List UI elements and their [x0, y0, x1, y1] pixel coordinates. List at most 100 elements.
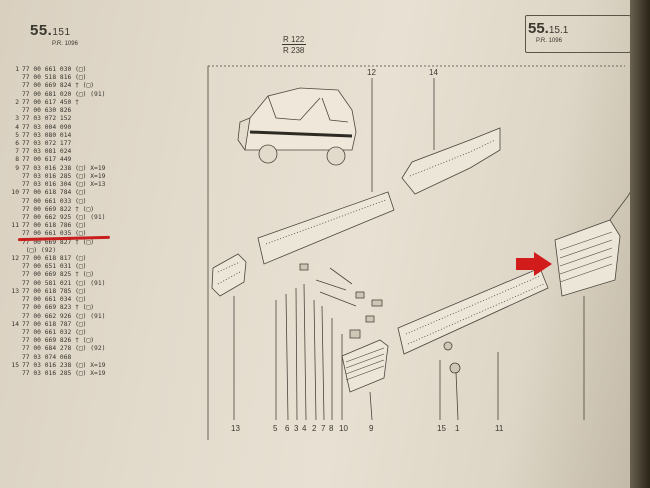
- part-reference: 77 00 661 033: [22, 197, 72, 205]
- callout-bottom: 3: [294, 424, 299, 433]
- part-note: (□) X=13: [71, 181, 106, 189]
- part-reference: 77 00 618 784: [22, 189, 72, 197]
- part-reference: 77 00 661 034: [22, 296, 72, 304]
- parts-row: 77 03 016 285 (□) X=19: [9, 173, 129, 181]
- binding-shadow: [630, 0, 650, 488]
- parts-row: 77 00 661 034 (□): [9, 296, 129, 304]
- callout-top: 12: [367, 68, 376, 77]
- parts-row: 77 00 669 822 † (□): [9, 206, 129, 214]
- item-number: 9: [15, 164, 19, 172]
- part-13-trim: [211, 253, 247, 297]
- part-reference: 77 03 016 304: [22, 181, 72, 189]
- part-reference: 77 03 080 014: [22, 131, 72, 139]
- part-note: (□): [71, 230, 87, 238]
- item-number: 13: [11, 287, 19, 295]
- parts-row: 77 00 669 825 † (□): [9, 271, 129, 279]
- part-reference: 77 00 661 032: [22, 329, 72, 336]
- part-note: (□) (91): [71, 279, 106, 287]
- part-reference: 77 00 617 450: [22, 98, 72, 106]
- parts-row: 77 00 661 033 (□): [9, 198, 129, 206]
- part-note: (□): [71, 189, 87, 197]
- part-reference: 77 00 651 031: [22, 263, 72, 271]
- part-reference: 77 03 004 090: [22, 123, 72, 131]
- item-number: 10: [11, 189, 19, 197]
- callout-bottom: 9: [369, 424, 374, 433]
- parts-row: 77 00 661 032 (□): [9, 329, 129, 337]
- part-note: (□) X=19: [71, 370, 106, 378]
- callout-bottom: 6: [285, 424, 290, 433]
- part-reference: 77 03 072 152: [22, 115, 72, 123]
- part-note: (□) (91): [71, 213, 106, 221]
- part-note: (□) X=19: [71, 172, 106, 180]
- part-reference: 77 00 669 827: [22, 238, 72, 246]
- parts-row: 77 00 669 823 † (□): [9, 304, 129, 312]
- callout-bottom: 1: [455, 424, 460, 433]
- part-1-sill-moulding: [397, 267, 549, 355]
- part-note: (□) X=19: [71, 361, 106, 369]
- part-reference: 77 00 630 826: [22, 107, 72, 115]
- part-note: (□) (92): [71, 345, 106, 353]
- parts-row: 77 03 016 285 (□) X=19: [9, 370, 129, 378]
- parts-row: 77 00 669 826 † (□): [9, 337, 129, 345]
- item-number: 7: [15, 148, 19, 156]
- part-note: † (□): [71, 304, 95, 312]
- part-reference: 77 03 016 285: [22, 172, 72, 180]
- part-reference: 77 03 016 238: [22, 361, 72, 369]
- callout-bottom: 10: [339, 424, 348, 433]
- item-number: 1: [15, 66, 19, 73]
- model-ref-1: R 122: [283, 35, 305, 44]
- callout-bottom: 13: [231, 424, 240, 433]
- parts-row: (□) (92): [9, 247, 129, 255]
- part-reference: 77 00 669 824: [22, 82, 72, 90]
- part-11-grille: [554, 175, 641, 297]
- part-reference: 77 03 016 238: [22, 164, 72, 172]
- part-note: (□): [71, 66, 87, 73]
- part-reference: 77 00 669 822: [22, 205, 72, 213]
- parts-row: 77 00 630 826: [9, 107, 129, 115]
- parts-row: 77 00 681 020 (□) (91): [9, 91, 129, 99]
- callout-bottom: 11: [495, 424, 504, 433]
- part-note: (□) (91): [71, 312, 106, 320]
- part-reference: 77 00 681 020: [22, 90, 72, 98]
- section-number-left: 55.151: [30, 22, 71, 39]
- section-number-right: 55.15.1: [528, 20, 569, 37]
- part-note: (□): [71, 197, 87, 205]
- part-note: (□) X=19: [71, 164, 106, 172]
- part-reference: 77 00 581 021: [22, 279, 72, 287]
- part-note: (□): [71, 320, 87, 328]
- part-reference: 77 00 618 817: [22, 255, 72, 263]
- part-note: (□): [71, 263, 87, 271]
- part-reference: 77 00 669 823: [22, 304, 72, 312]
- part-reference: 77 03 081 024: [22, 148, 72, 156]
- callout-bottom: 8: [329, 424, 334, 433]
- part-note: † (□): [71, 205, 95, 213]
- part-reference: 77 03 072 177: [22, 139, 72, 147]
- parts-row: 77 00 662 926 (□) (91): [9, 313, 129, 321]
- part-reference: 77 00 684 278: [22, 345, 72, 353]
- callout-bottom: 2: [312, 424, 317, 433]
- part-note: (□) (91): [71, 90, 106, 98]
- callout-bottom: 4: [302, 424, 307, 433]
- part-reference: 77 00 618 785: [22, 287, 72, 295]
- parts-row: 77 00 651 031 (□): [9, 263, 129, 271]
- pointer-arrow-icon: [516, 252, 552, 276]
- parts-row: 77 00 581 021 (□) (91): [9, 280, 129, 288]
- part-note: (□): [71, 74, 87, 82]
- section-pr-left: P.R. 1096: [52, 41, 78, 47]
- part-reference: 77 00 618 786: [22, 222, 72, 230]
- parts-row: 77 00 661 035 (□): [9, 230, 129, 238]
- item-number: 11: [11, 222, 19, 230]
- part-note: (□): [71, 255, 87, 263]
